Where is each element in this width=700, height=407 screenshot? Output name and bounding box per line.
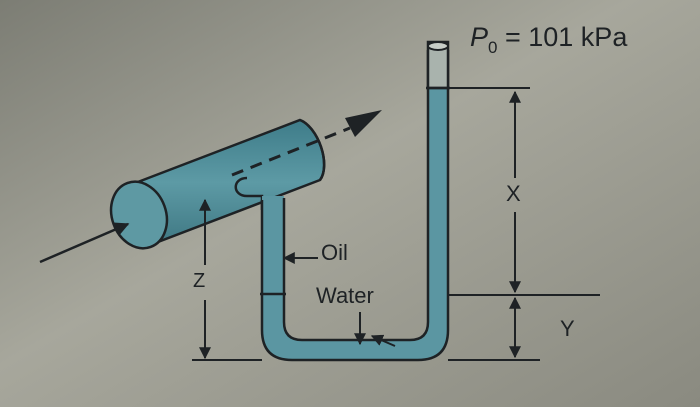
inlet-flow-arrow (39, 222, 130, 264)
pressure-value: = 101 kPa (497, 22, 628, 52)
outlet-flow-arrow (345, 110, 382, 137)
pitot-hook (234, 176, 264, 210)
pressure-subscript: 0 (488, 38, 498, 57)
z-dimension-label: Z (193, 270, 206, 292)
y-dimension-label: Y (560, 316, 575, 341)
water-pointer-arrow (370, 334, 396, 347)
x-dimension-label: X (506, 181, 521, 206)
xy-dimensions (448, 87, 600, 361)
flow-dashed-line (231, 126, 351, 177)
oil-label: Oil (321, 240, 348, 265)
water-label: Water (316, 283, 374, 308)
u-tube-manometer (260, 40, 450, 362)
z-dimension (192, 198, 262, 361)
pressure-symbol: P (470, 22, 489, 52)
atmospheric-pressure-label: P0 = 101 kPa (470, 22, 628, 57)
